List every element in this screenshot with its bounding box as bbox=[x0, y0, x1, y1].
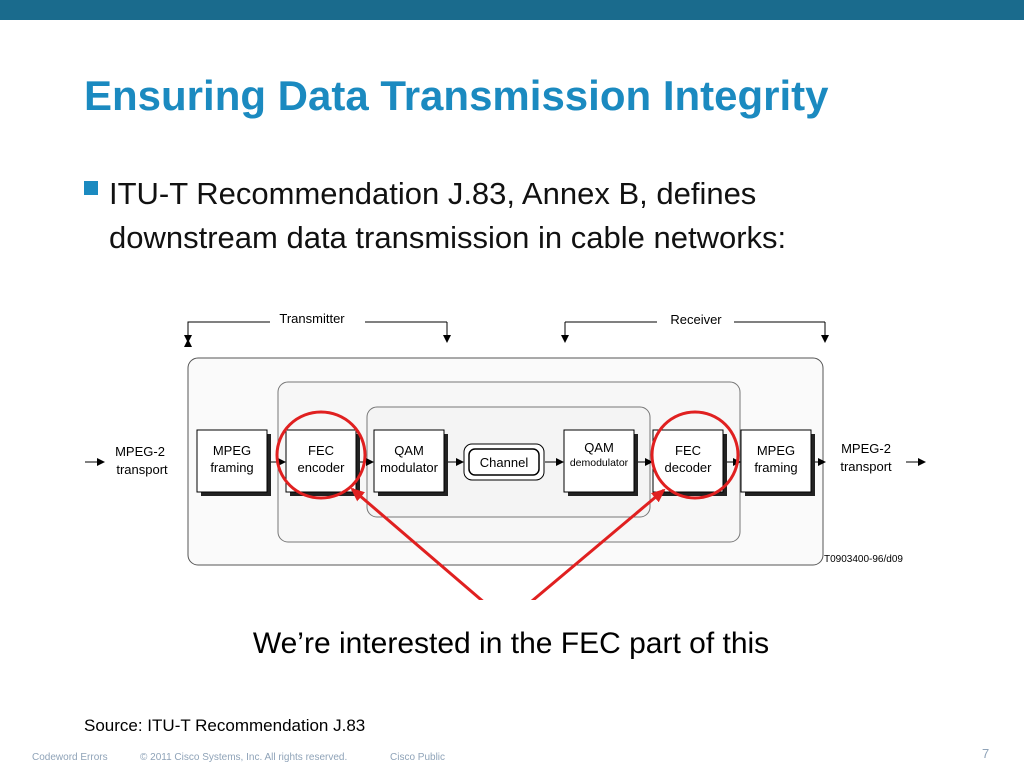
mpeg-framing-tx-line-2: framing bbox=[210, 460, 253, 475]
qam-modulator-block: QAM modulator bbox=[373, 429, 445, 493]
fec-decoder-block: FEC decoder bbox=[652, 429, 724, 493]
qam-modulator-line-2: modulator bbox=[380, 460, 438, 475]
mpeg-framing-rx-block: MPEG framing bbox=[740, 429, 812, 493]
fec-decoder-line-1: FEC bbox=[675, 443, 701, 458]
qam-demodulator-line-1: QAM bbox=[584, 440, 614, 455]
fec-highlight bbox=[275, 410, 740, 600]
callout-label: We’re interested in the FEC part of this bbox=[252, 627, 770, 660]
highlight-arrow-left bbox=[350, 487, 484, 600]
input-line-1: MPEG-2 bbox=[115, 444, 165, 459]
fec-encoder-block: FEC encoder bbox=[285, 429, 357, 493]
callout-text: We’re interested in the FEC part of this bbox=[0, 627, 1024, 661]
figure-id: T0903400-96/d09 bbox=[824, 554, 903, 565]
bullet-line-2: downstream data transmission in cable ne… bbox=[109, 220, 787, 255]
source-citation: Source: ITU-T Recommendation J.83 bbox=[84, 716, 366, 735]
qam-modulator-line-1: QAM bbox=[394, 443, 424, 458]
mpeg-framing-tx-line-1: MPEG bbox=[213, 443, 251, 458]
mpeg-framing-rx-line-1: MPEG bbox=[757, 443, 795, 458]
mpeg-framing-rx-line-2: framing bbox=[754, 460, 797, 475]
channel-block: Channel bbox=[463, 443, 545, 481]
qam-demodulator-block: QAM demodulator bbox=[563, 429, 635, 493]
receiver-label: Receiver bbox=[670, 312, 722, 327]
transmitter-bracket: Transmitter bbox=[184, 311, 451, 347]
transmission-diagram: Transmitter Receiver MPEG-2 transport MP… bbox=[85, 311, 926, 600]
top-bar bbox=[0, 0, 1024, 20]
fec-decoder-highlight-circle bbox=[650, 410, 740, 500]
receiver-bracket: Receiver bbox=[561, 312, 829, 343]
bullet-line-1: ITU-T Recommendation J.83, Annex B, defi… bbox=[109, 176, 757, 211]
transmitter-label: Transmitter bbox=[279, 311, 345, 326]
fec-encoder-highlight-circle bbox=[275, 410, 367, 500]
output-line-1: MPEG-2 bbox=[841, 441, 891, 456]
channel-label: Channel bbox=[480, 455, 529, 470]
footer-copyright: © 2011 Cisco Systems, Inc. All rights re… bbox=[140, 752, 348, 763]
footer-left: Codeword Errors bbox=[32, 752, 108, 763]
highlight-arrow-right bbox=[530, 488, 666, 600]
output-line-2: transport bbox=[840, 459, 892, 474]
slide-title: Ensuring Data Transmission Integrity bbox=[84, 72, 829, 119]
mpeg-framing-tx-block: MPEG framing bbox=[196, 429, 268, 493]
input-line-2: transport bbox=[116, 462, 168, 477]
bullet-marker bbox=[84, 181, 98, 195]
fec-encoder-line-2: encoder bbox=[298, 460, 346, 475]
qam-demodulator-line-2: demodulator bbox=[570, 457, 629, 469]
bullet-text: ITU-T Recommendation J.83, Annex B, defi… bbox=[109, 172, 929, 260]
page-number: 7 bbox=[982, 746, 990, 761]
footer-classification: Cisco Public bbox=[390, 752, 446, 763]
fec-decoder-line-2: decoder bbox=[665, 460, 713, 475]
fec-encoder-line-1: FEC bbox=[308, 443, 334, 458]
